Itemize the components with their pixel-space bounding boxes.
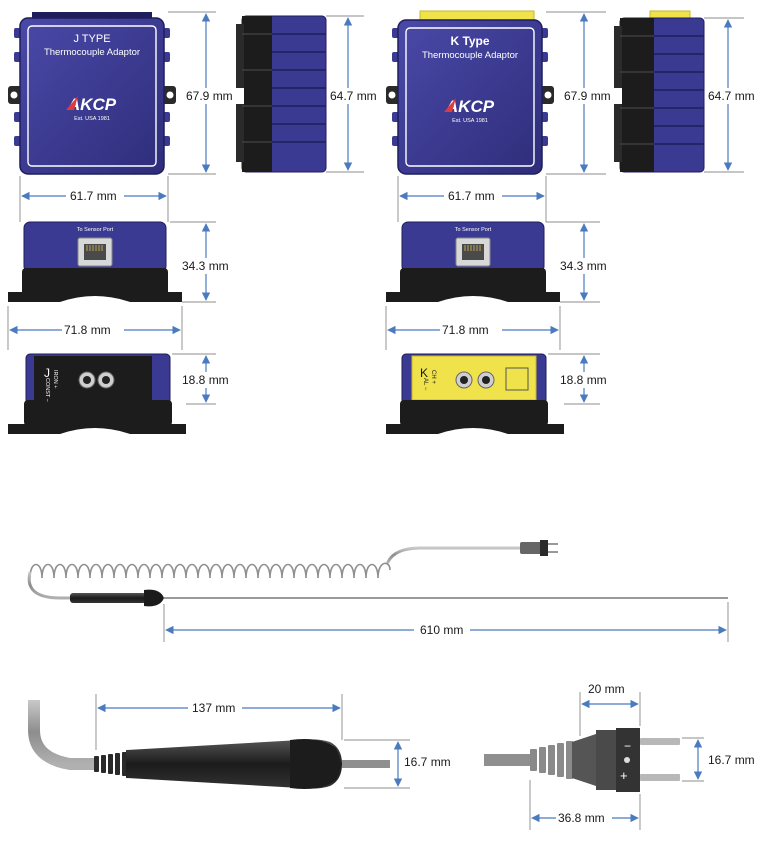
j-port-label: To Sensor Port [77,227,114,233]
j-height-side-label: 64.7 mm [330,89,377,103]
probe-length-dimension: 610 mm [163,602,729,642]
probe-handle-detail [28,700,390,789]
akcp-logo-icon [66,96,78,110]
k-front-view: K Type Thermocouple Adaptor AKCP Est. US… [386,10,554,175]
extension-lines [7,11,744,405]
plug-minus-symbol: − [624,739,631,753]
j-subtitle: Thermocouple Adaptor [44,47,140,58]
j-front-view: J TYPE Thermocouple Adaptor AKCP Est. US… [8,12,176,175]
k-height-top-label: 34.3 mm [560,259,607,273]
j-height-top-label: 34.3 mm [182,259,229,273]
k-adaptor-group: K Type Thermocouple Adaptor AKCP Est. US… [386,10,705,434]
akcp-logo-icon [444,98,456,112]
probe-full-view [27,540,728,607]
j-polarity-minus: CONST − [44,378,50,402]
k-brand-tag: Est. USA 1981 [452,118,488,124]
k-bottom-view: K CH + AL − [386,353,564,434]
k-polarity-minus: AL − [422,378,428,391]
j-brand-logo: AKCP [67,95,117,114]
j-side-view [236,15,327,173]
plug-screw [624,757,630,763]
k-height-front-label: 67.9 mm [564,89,611,103]
j-polarity-plus: IRON + [52,370,58,389]
k-port-label: To Sensor Port [455,227,492,233]
handle-dimensions: 137 mm 16.7 mm [95,694,460,789]
j-type-label: J TYPE [73,33,110,45]
j-brand-tag: Est. USA 1981 [74,116,110,122]
dimension-labels: 67.9 mm 64.7 mm 61.7 mm 34.3 mm 71.8 mm … [62,88,760,388]
k-width-front-label: 61.7 mm [448,189,495,203]
j-bottom-view: J IRON + CONST − [8,353,186,434]
k-polarity-letter: K [420,366,428,380]
plug-detail: − + [484,728,680,792]
k-height-side-label: 64.7 mm [708,89,755,103]
k-side-view [614,10,705,173]
k-label-box [505,367,529,391]
plug-pin-plus [640,774,680,781]
plug-height-label: 16.7 mm [708,753,755,767]
j-width-base-label: 71.8 mm [64,323,111,337]
k-subtitle: Thermocouple Adaptor [422,50,518,61]
k-width-base-label: 71.8 mm [442,323,489,337]
j-height-bottom-label: 18.8 mm [182,373,229,387]
j-polarity-letter: J [44,366,50,380]
plug-pin-minus [640,738,680,745]
probe-tip [342,760,390,768]
plug-dimensions: 20 mm 36.8 mm 16.7 mm [529,682,764,830]
k-brand-logo: AKCP [445,97,495,116]
probe-length-label: 610 mm [420,623,463,637]
k-top-view: To Sensor Port [386,221,560,302]
k-height-bottom-label: 18.8 mm [560,373,607,387]
k-polarity-plus: CH + [430,370,436,384]
plug-plus-symbol: + [620,768,628,783]
j-top-view: To Sensor Port [8,221,182,302]
j-width-front-label: 61.7 mm [70,189,117,203]
handle-diameter-label: 16.7 mm [404,755,451,769]
j-height-front-label: 67.9 mm [186,89,233,103]
plug-pin-spacing-label: 20 mm [588,682,625,696]
plug-length-label: 36.8 mm [558,811,605,825]
handle-length-label: 137 mm [192,701,235,715]
j-adaptor-group: J TYPE Thermocouple Adaptor AKCP Est. US… [8,12,327,434]
coiled-cord [29,562,391,579]
k-type-label: K Type [450,34,489,48]
